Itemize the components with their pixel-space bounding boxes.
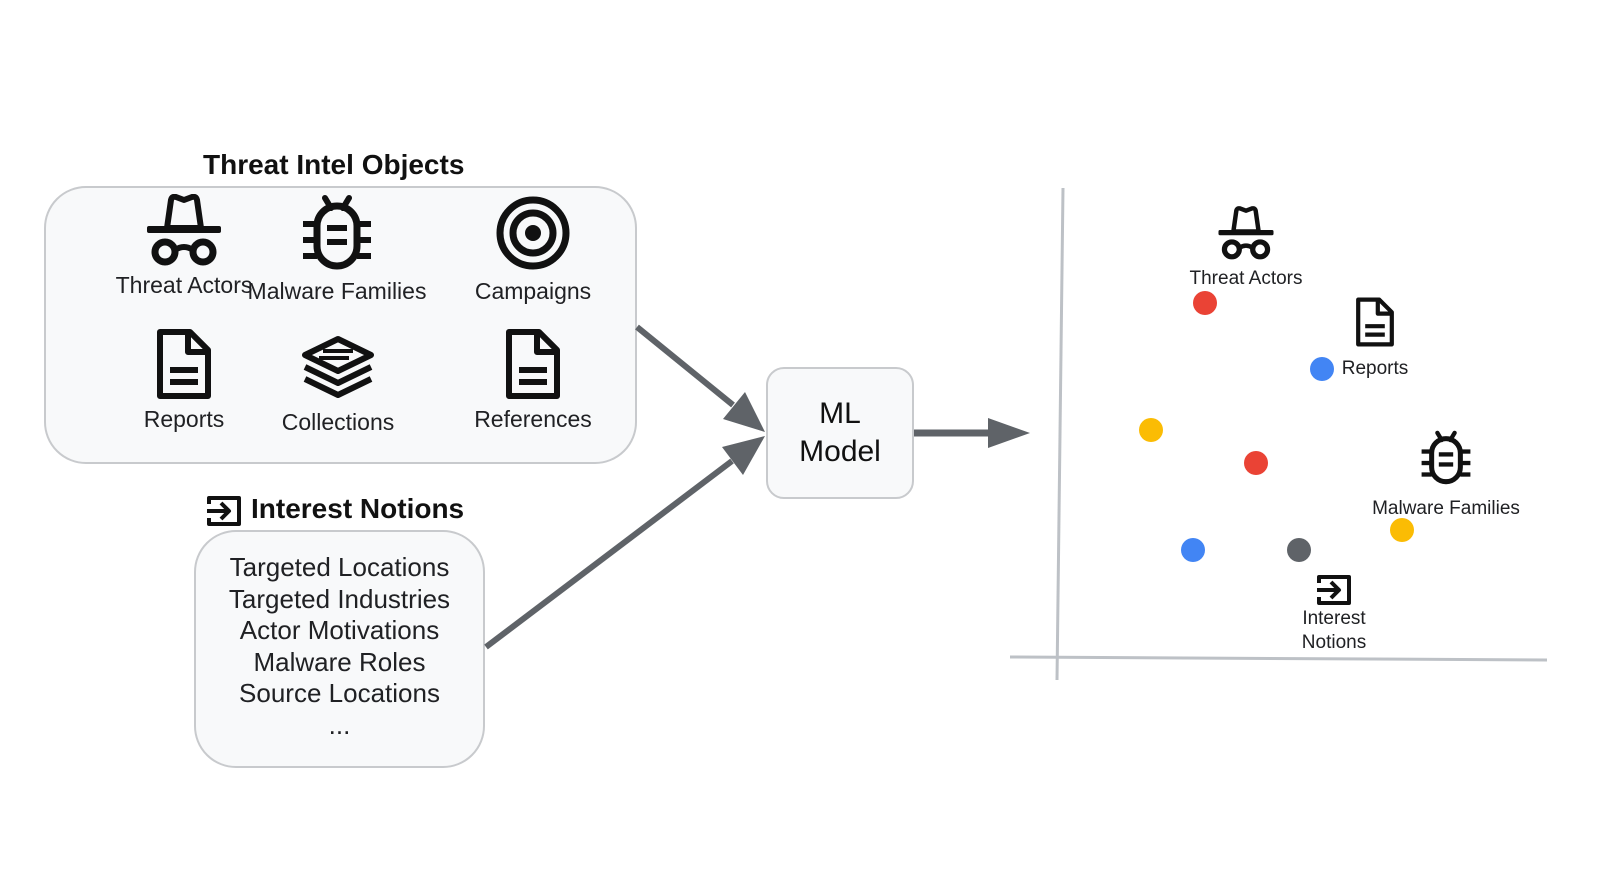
collections-item: Collections <box>238 333 438 436</box>
notion-item: Source Locations <box>239 678 440 708</box>
embedding-dot <box>1244 451 1268 475</box>
document-icon <box>157 329 211 399</box>
references-label: References <box>474 406 592 432</box>
references-item: References <box>433 328 633 433</box>
space-label-threat-actors: Threat Actors <box>1189 268 1303 289</box>
input-icon <box>1317 575 1351 605</box>
notion-item: Targeted Locations <box>229 552 450 582</box>
campaigns-item: Campaigns <box>433 194 633 305</box>
campaigns-label: Campaigns <box>474 278 592 304</box>
space-label-malware-families: Malware Families <box>1372 498 1520 519</box>
document-icon <box>506 329 560 399</box>
threat-actors-label: Threat Actors <box>115 272 253 298</box>
notion-item: Malware Roles <box>253 646 426 677</box>
x-axis <box>1009 655 1548 662</box>
arrowhead <box>723 392 765 432</box>
reports-item: Reports <box>84 328 284 433</box>
threat-intel-panel: Threat Actors Malware Families Campaigns <box>44 186 637 464</box>
embedding-dot <box>1181 538 1205 562</box>
target-icon <box>496 196 570 270</box>
interest-notions-panel: Targeted Locations Targeted Industries A… <box>194 530 485 768</box>
reports-label: Reports <box>143 406 225 432</box>
ml-model-label-line1: ML <box>819 397 861 430</box>
ml-model-label-line2: Model <box>799 435 881 468</box>
embedding-dot <box>1193 291 1217 315</box>
input-icon <box>207 496 241 526</box>
y-axis <box>1055 187 1065 681</box>
notion-item: Targeted Industries <box>228 583 451 614</box>
threat-intel-title: Threat Intel Objects <box>203 149 465 180</box>
interest-notions-title: Interest Notions <box>251 493 465 524</box>
arrow-objects-to-model <box>635 324 735 408</box>
notion-item: ... <box>328 709 351 740</box>
collections-label: Collections <box>281 409 395 435</box>
ml-model-box: ML Model <box>766 367 914 499</box>
spy-icon <box>147 194 221 266</box>
arrow-notions-to-model <box>484 458 734 650</box>
bug-icon <box>303 195 371 270</box>
stack-icon <box>302 336 374 398</box>
embedding-dot <box>1390 518 1414 542</box>
bug-icon <box>1421 430 1471 485</box>
space-label-interest-notions: Interest Notions <box>1284 607 1384 655</box>
notion-item: Actor Motivations <box>239 615 440 645</box>
arrowhead <box>988 418 1030 448</box>
embedding-dot <box>1287 538 1311 562</box>
document-icon <box>1356 297 1394 347</box>
embedding-dot <box>1310 357 1334 381</box>
space-label-interest-notions-line2: Notions <box>1301 632 1367 653</box>
malware-families-item: Malware Families <box>237 194 437 305</box>
embedding-dot <box>1139 418 1163 442</box>
arrowhead <box>722 436 765 475</box>
space-label-reports: Reports <box>1341 358 1409 379</box>
malware-families-label: Malware Families <box>247 278 427 304</box>
interest-notions-list: Targeted Locations Targeted Industries A… <box>196 552 483 741</box>
spy-icon <box>1218 206 1274 260</box>
threat-actors-item: Threat Actors <box>84 194 284 299</box>
space-label-interest-notions-line1: Interest <box>1302 608 1366 629</box>
